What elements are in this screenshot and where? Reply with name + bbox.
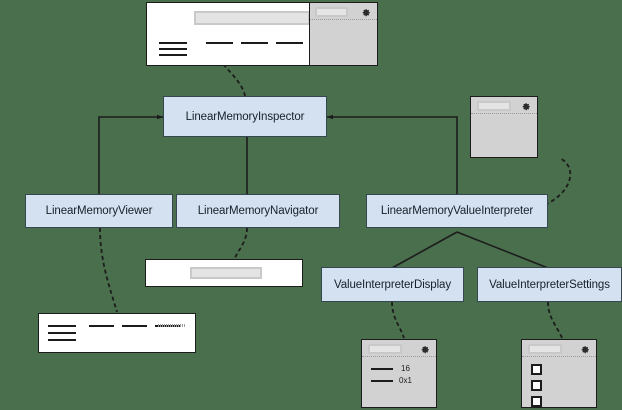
gear-icon[interactable] [360,6,371,17]
panel-search-input[interactable] [315,7,348,17]
search-input[interactable] [194,11,310,25]
edge-interpreter-inspector [326,114,458,195]
byte-line [276,42,303,44]
panel-search-input[interactable] [528,344,562,354]
edge-settings-mock [547,301,563,339]
navigator-mockup [145,259,303,287]
edge-interpreter-display [391,231,458,269]
node-label: LinearMemoryInspector [185,110,305,123]
value-interpreter-display-mockup: 16 0x1 [361,339,437,408]
side-panel [309,3,377,65]
value-row-value: 0x1 [399,376,412,385]
node-linear-memory-viewer[interactable]: LinearMemoryViewer [25,194,173,228]
viewer-ascii-line [158,324,186,327]
value-row-label [371,380,393,382]
row-line [159,54,187,56]
byte-line [122,325,147,327]
node-label: LinearMemoryValueInterpreter [380,205,534,217]
node-value-interpreter-settings[interactable]: ValueInterpreterSettings [477,267,622,302]
node-value-interpreter-display[interactable]: ValueInterpreterDisplay [321,267,464,302]
value-interpreter-settings-mockup [521,339,597,408]
node-label: LinearMemoryViewer [45,205,153,217]
row-line [159,48,187,50]
node-linear-memory-inspector[interactable]: LinearMemoryInspector [163,96,327,137]
inspector-mockup [146,2,378,66]
edge-display-mock [391,301,405,339]
row-line [48,332,76,334]
value-row-label [371,368,393,370]
edge-viewer-inspector [98,114,164,195]
node-linear-memory-navigator[interactable]: LinearMemoryNavigator [176,194,340,228]
settings-checkbox[interactable] [531,396,542,407]
gear-icon[interactable] [579,343,590,354]
settings-checkbox[interactable] [531,380,542,391]
byte-line [206,42,233,44]
edge-inspector-mock-right [544,157,572,206]
node-label: ValueInterpreterSettings [489,278,610,291]
byte-line [241,42,268,44]
gear-icon[interactable] [520,100,531,111]
panel-search-input[interactable] [477,101,511,111]
row-line [48,325,76,327]
inspector-side-mockup [470,96,538,158]
node-linear-memory-value-interpreter[interactable]: LinearMemoryValueInterpreter [366,194,548,228]
edge-viewer-mock [99,227,118,313]
viewer-mockup [38,313,196,353]
edge-interpreter-settings [456,231,549,269]
node-label: LinearMemoryNavigator [197,205,319,217]
edge-navigator-mock [233,227,248,261]
row-line [159,42,187,44]
panel-search-input[interactable] [368,344,402,354]
value-row-value: 16 [401,364,410,373]
edge-inspector-mock-top [221,62,246,97]
gear-icon[interactable] [419,343,430,354]
address-input[interactable] [190,267,262,279]
node-label: ValueInterpreterDisplay [333,278,452,291]
byte-line [89,325,114,327]
row-line [48,339,76,341]
settings-checkbox[interactable] [531,364,542,375]
